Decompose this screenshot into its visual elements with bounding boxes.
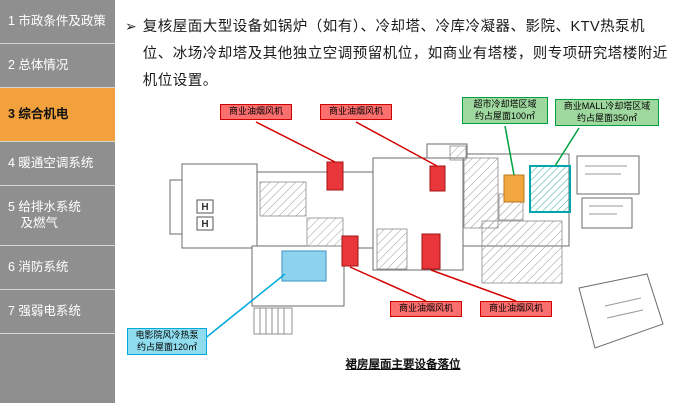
sidebar-item-overview[interactable]: 2 总体情况 <box>0 44 115 88</box>
sidebar-filler <box>0 334 115 403</box>
cinema-heatpump-zone <box>281 250 327 282</box>
building-outline <box>169 143 664 350</box>
elevator-core-icon: H H <box>196 199 214 231</box>
label-supermarket-cooling: 超市冷却塔区域 约占屋面100㎡ <box>462 97 548 124</box>
sidebar: 1 市政条件及政策 2 总体情况 3 综合机电 4 暖通空调系统 5 给排水系统… <box>0 0 115 403</box>
equipment-zones <box>281 161 571 282</box>
floor-plan-drawing: H H <box>169 121 664 350</box>
svg-text:H: H <box>201 219 208 230</box>
paragraph-text: 复核屋面大型设备如锅炉（如有）、冷却塔、冷库冷凝器、影院、KTV热泵机位、冰场冷… <box>142 19 668 89</box>
label-fan-top-left: 商业油烟风机 <box>220 104 292 120</box>
sidebar-item-fire[interactable]: 6 消防系统 <box>0 246 115 291</box>
svg-text:H: H <box>201 202 208 213</box>
sidebar-item-mep-active[interactable]: 3 综合机电 <box>0 87 115 142</box>
sidebar-item-municipal[interactable]: 1 市政条件及政策 <box>0 0 115 44</box>
diagram-caption: 裙房屋面主要设备落位 <box>345 359 461 372</box>
bullet-paragraph: ➢ 复核屋面大型设备如锅炉（如有）、冷却塔、冷库冷凝器、影院、KTV热泵机位、冰… <box>125 14 679 94</box>
stair-detail <box>253 308 293 335</box>
label-mall-cooling: 商业MALL冷却塔区域 约占屋面350㎡ <box>555 99 659 126</box>
label-cinema-heatpump: 电影院风冷热泵 约占屋面120㎡ <box>127 328 207 355</box>
annotation-lines <box>585 165 644 319</box>
roof-plan-diagram: H H <box>127 96 679 374</box>
mall-cooling-zone <box>529 165 571 214</box>
fan-zone-bottom-left <box>341 235 359 267</box>
label-fan-top-right: 商业油烟风机 <box>320 104 392 120</box>
fan-zone-bottom-right <box>421 233 441 270</box>
hatched-roof-zones <box>259 146 563 284</box>
fan-zone-top-right <box>429 165 446 192</box>
sidebar-item-plumbing-gas[interactable]: 5 给排水系统 及燃气 <box>0 186 115 247</box>
sidebar-item-hvac[interactable]: 4 暖通空调系统 <box>0 142 115 186</box>
label-fan-bottom-right: 商业油烟风机 <box>480 301 552 317</box>
supermarket-cooling-zone <box>503 174 525 203</box>
bullet-arrow-icon: ➢ <box>125 18 137 34</box>
leader-lines <box>202 121 580 342</box>
fan-zone-top-left <box>326 161 344 191</box>
main-content: ➢ 复核屋面大型设备如锅炉（如有）、冷却塔、冷库冷凝器、影院、KTV热泵机位、冰… <box>115 0 679 403</box>
sidebar-item-electrical[interactable]: 7 强弱电系统 <box>0 290 115 334</box>
label-fan-bottom-left: 商业油烟风机 <box>390 301 462 317</box>
